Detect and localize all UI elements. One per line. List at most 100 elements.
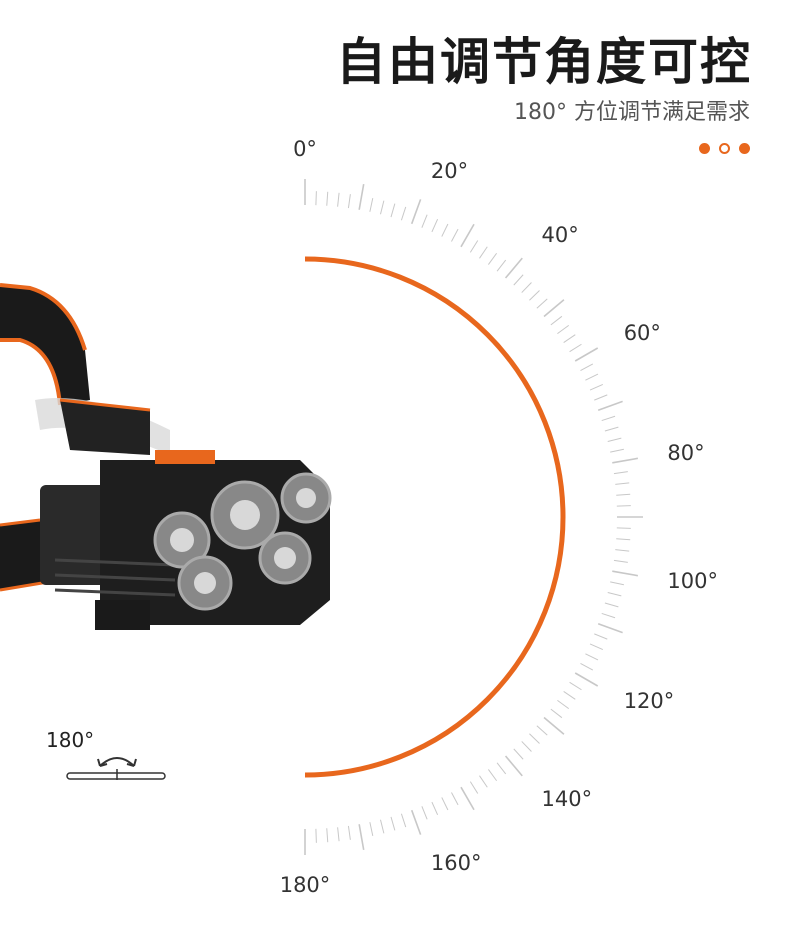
dial-tick — [574, 672, 599, 687]
dial-tick — [400, 206, 407, 221]
dial-tick — [431, 218, 439, 233]
dial-label: 100° — [667, 569, 718, 593]
dial-tick — [536, 725, 548, 736]
dial-tick — [460, 786, 475, 811]
headlamp-illustration — [0, 283, 332, 630]
dial-label: 60° — [624, 321, 661, 345]
dial-tick — [616, 538, 631, 541]
dial-label: 140° — [542, 787, 593, 811]
dial-label: 20° — [431, 159, 468, 183]
dial-tick — [612, 570, 639, 577]
dial-tick — [557, 699, 570, 710]
dial-tick — [543, 299, 565, 318]
dial-tick — [521, 741, 532, 752]
dial-tick — [379, 819, 385, 834]
dial-tick — [487, 769, 498, 782]
dial-tick — [615, 482, 630, 485]
dial-tick — [589, 383, 604, 391]
dial-tick — [550, 315, 563, 326]
dial-label: 40° — [542, 223, 579, 247]
dial-tick — [529, 290, 540, 301]
dial-tick — [441, 797, 449, 811]
dial-tick — [513, 274, 524, 286]
dial-tick — [410, 809, 422, 835]
dial-tick — [479, 775, 488, 788]
dial-tick — [337, 192, 340, 207]
dial-arc — [304, 256, 566, 778]
dial-tick — [421, 214, 428, 228]
dial-tick — [337, 827, 340, 842]
dial-tick — [496, 762, 507, 775]
pagination-dots — [699, 143, 750, 154]
dial-tick — [594, 394, 608, 401]
dial-tick — [479, 246, 488, 259]
dial-tick — [347, 194, 351, 209]
dial-tick — [451, 792, 459, 806]
dial-tick — [358, 824, 365, 851]
dial-label: 120° — [624, 689, 675, 713]
dial-label: 180° — [280, 873, 331, 897]
dial-tick — [601, 415, 616, 422]
dial-tick — [400, 813, 407, 828]
dial-tick — [469, 781, 479, 794]
dial-tick — [580, 363, 594, 371]
dial-tick — [379, 200, 385, 215]
dial-tick — [431, 801, 439, 816]
dial-tick — [521, 282, 532, 293]
dial-tick — [563, 691, 576, 700]
dial-tick — [369, 822, 374, 836]
dial-ticks — [304, 179, 643, 855]
dial-tick — [597, 622, 623, 634]
dial-tick — [589, 643, 604, 651]
dial-label: 80° — [667, 441, 704, 465]
dial-tick — [513, 748, 524, 760]
dial-tick — [326, 191, 329, 206]
dial-label: 0° — [293, 137, 317, 161]
dot-2 — [719, 143, 730, 154]
dial-tick — [504, 257, 523, 279]
dial-tick — [607, 591, 622, 597]
page-title: 自由调节角度可控 — [336, 33, 752, 91]
dial-tick — [615, 549, 630, 552]
dial-tick — [569, 681, 582, 691]
dial-tick — [451, 228, 459, 242]
dial-tick — [585, 373, 599, 381]
dial-tick — [536, 298, 548, 309]
dial-tick — [421, 806, 428, 820]
dial-tick — [613, 559, 628, 563]
dial-labels: 0° 20° 40° 60° 80° 100° 120° 140° 160° 180° — [280, 137, 718, 897]
dial-tick — [390, 203, 396, 218]
dot-3 — [739, 143, 750, 154]
dial-tick — [610, 581, 624, 586]
dial-tick — [601, 612, 616, 619]
dot-1 — [699, 143, 710, 154]
dial-tick — [496, 259, 507, 272]
dial-tick — [441, 223, 449, 237]
dial-tick — [347, 825, 351, 840]
dial-tick — [487, 252, 498, 265]
dial-tick — [569, 343, 582, 353]
dial-tick — [410, 199, 422, 225]
dial-tick — [580, 663, 594, 671]
dial-tick — [612, 457, 639, 464]
page-subtitle: 180° 方位调节满足需求 — [514, 100, 750, 125]
dial-tick — [557, 324, 570, 335]
dial-tick — [613, 471, 628, 475]
dial-tick — [610, 448, 624, 453]
dial-tick — [597, 400, 623, 412]
dial-tick — [594, 633, 608, 640]
dial-tick — [550, 708, 563, 719]
dial-tick — [563, 334, 576, 343]
dial-tick — [469, 240, 479, 253]
dial-tick — [326, 828, 329, 843]
dial-tick — [616, 493, 631, 496]
hinge-icon — [66, 757, 166, 780]
dial-label: 160° — [431, 851, 482, 875]
dial-tick — [604, 426, 619, 432]
hinge-angle-label: 180° — [46, 728, 95, 752]
dial-tick — [504, 755, 523, 777]
dial-tick — [358, 183, 365, 210]
dial-tick — [574, 347, 599, 362]
dial-tick — [543, 716, 565, 735]
